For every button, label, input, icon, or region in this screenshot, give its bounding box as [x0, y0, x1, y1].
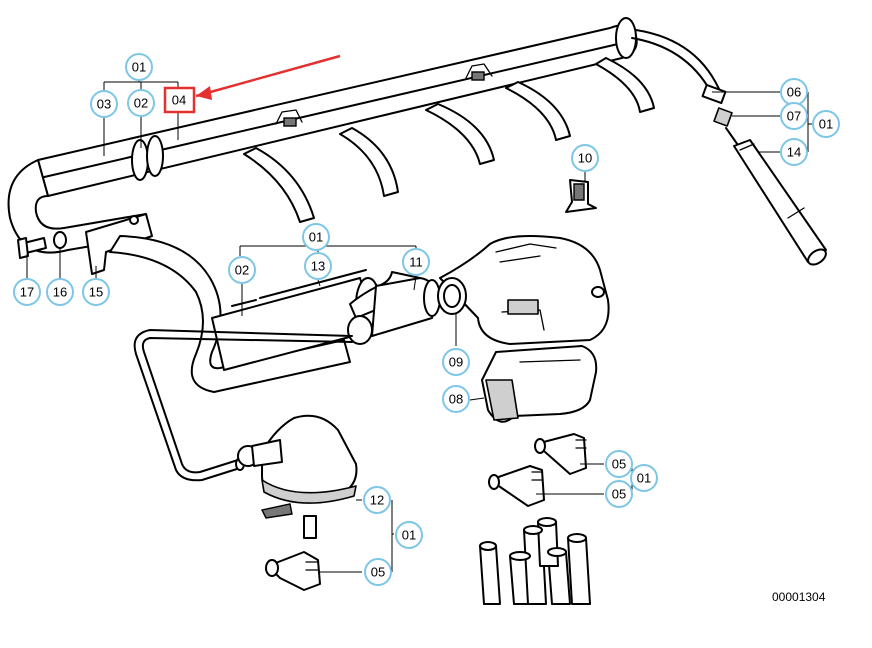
svg-text:09: 09	[449, 355, 463, 370]
plug-connectors	[479, 433, 591, 605]
callout-01-bottom[interactable]: 01	[395, 521, 423, 549]
svg-text:02: 02	[235, 263, 249, 278]
cable-clip	[565, 179, 597, 213]
svg-text:01: 01	[637, 471, 651, 486]
callout-01-right[interactable]: 01	[812, 110, 840, 138]
callout-10[interactable]: 10	[571, 144, 599, 172]
svg-text:03: 03	[97, 97, 111, 112]
svg-text:01: 01	[819, 117, 833, 132]
vent-hose	[109, 235, 441, 482]
callout-14[interactable]: 14	[780, 138, 808, 166]
callout-12[interactable]: 12	[363, 486, 391, 514]
svg-text:01: 01	[309, 230, 323, 245]
diagram-id: 00001304	[772, 590, 826, 604]
svg-text:14: 14	[787, 145, 801, 160]
callout-01-lowright[interactable]: 01	[630, 464, 658, 492]
svg-text:15: 15	[89, 285, 103, 300]
callout-05-a[interactable]: 05	[605, 450, 633, 478]
callout-04-highlighted[interactable]: 04	[163, 86, 196, 114]
highlight-arrow	[195, 54, 341, 100]
svg-text:12: 12	[370, 493, 384, 508]
ignition-lead-rail	[7, 17, 638, 254]
callout-09[interactable]: 09	[442, 348, 470, 376]
callout-13[interactable]: 13	[304, 252, 332, 280]
svg-text:05: 05	[612, 487, 626, 502]
svg-text:05: 05	[612, 457, 626, 472]
callout-07[interactable]: 07	[780, 102, 808, 130]
callout-17[interactable]: 17	[13, 278, 41, 306]
spark-plug-leads	[243, 57, 655, 223]
coil-cap	[237, 414, 358, 591]
callout-01-top[interactable]: 01	[125, 53, 153, 81]
callout-05-c[interactable]: 05	[364, 558, 392, 586]
svg-text:04: 04	[172, 93, 186, 108]
coil-lead-right	[631, 29, 827, 266]
svg-text:06: 06	[787, 85, 801, 100]
svg-text:11: 11	[409, 255, 423, 270]
callout-03[interactable]: 03	[90, 90, 118, 118]
distributor-cap-assembly	[437, 235, 610, 423]
svg-text:05: 05	[371, 565, 385, 580]
svg-text:07: 07	[787, 109, 801, 124]
callout-11[interactable]: 11	[402, 248, 430, 276]
callout-02-mid[interactable]: 02	[228, 256, 256, 284]
svg-text:01: 01	[132, 60, 146, 75]
callout-16[interactable]: 16	[46, 278, 74, 306]
callout-02-top[interactable]: 02	[127, 89, 155, 117]
callout-08[interactable]: 08	[442, 385, 470, 413]
svg-text:17: 17	[20, 285, 34, 300]
svg-text:13: 13	[311, 259, 325, 274]
callout-15[interactable]: 15	[82, 278, 110, 306]
svg-text:01: 01	[402, 528, 416, 543]
callout-06[interactable]: 06	[780, 78, 808, 106]
svg-text:08: 08	[449, 392, 463, 407]
callout-01-mid[interactable]: 01	[302, 223, 330, 251]
svg-text:10: 10	[578, 151, 592, 166]
svg-text:16: 16	[53, 285, 67, 300]
callout-05-b[interactable]: 05	[605, 480, 633, 508]
svg-text:02: 02	[134, 96, 148, 111]
